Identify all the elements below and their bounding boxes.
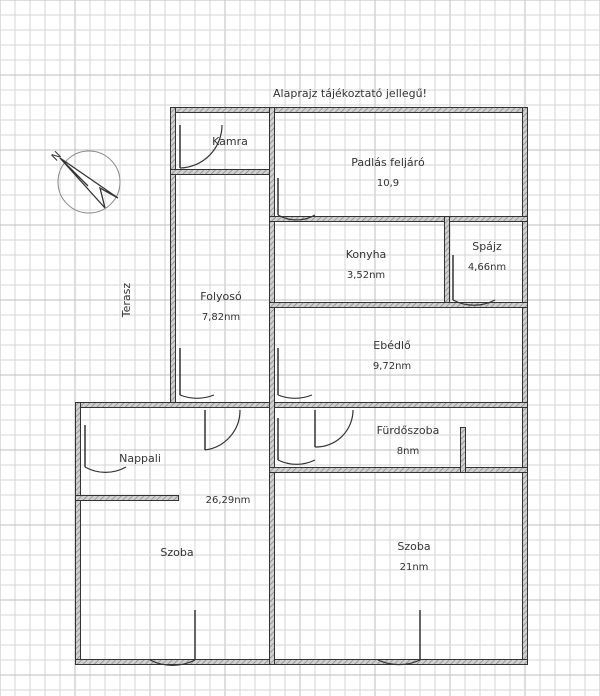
room-folyoso: Folyosó 7,82nm (200, 290, 242, 323)
wall (460, 427, 466, 473)
room-area: 3,52nm (347, 270, 385, 281)
room-area: 4,66nm (468, 262, 506, 273)
room-spajz: Spájz 4,66nm (468, 240, 506, 273)
room-name: Padlás feljáró (351, 156, 425, 169)
wall (269, 467, 528, 473)
wall (75, 659, 528, 665)
room-name: Fürdőszoba (377, 424, 440, 437)
room-furdoszoba: Fürdőszoba 8nm (377, 424, 440, 457)
door-swing-arc (149, 659, 196, 666)
room-szoba-left: Szoba (160, 546, 193, 559)
room-padlas: Padlás feljáró 10,9 (351, 156, 425, 189)
doors (84, 124, 496, 666)
door-swing-arc (277, 394, 313, 399)
walls (75, 107, 528, 665)
wall (75, 402, 81, 665)
door-swing-arc (452, 299, 496, 306)
room-area: 10,9 (377, 178, 399, 189)
room-ebedlo: Ebédlő 9,72nm (373, 339, 411, 372)
room-area: 21nm (400, 562, 429, 573)
room-name: Folyosó (200, 290, 242, 303)
door-swing-arc (204, 409, 241, 451)
door-swing-arc (314, 409, 354, 448)
door-swing-arc (84, 466, 127, 473)
door-swing-arc (277, 459, 316, 465)
room-area: 7,82nm (202, 312, 240, 323)
room-area: 26,29nm (206, 495, 251, 506)
room-szoba-right: Szoba 21nm (397, 540, 430, 573)
wall (269, 216, 528, 222)
room-name: Szoba (397, 540, 430, 553)
wall (170, 107, 176, 408)
wall (170, 169, 275, 175)
room-nappali: Nappali 26,29nm (119, 452, 250, 506)
door-swing-arc (377, 659, 421, 666)
room-name: Konyha (346, 248, 387, 261)
wall (444, 216, 450, 308)
terrace-label: Terasz (120, 283, 133, 319)
room-area: 9,72nm (373, 361, 411, 372)
room-name: Szoba (160, 546, 193, 559)
room-name: Kamra (212, 135, 248, 148)
room-area: 8nm (397, 446, 419, 457)
wall (269, 107, 275, 665)
wall (170, 107, 528, 113)
wall (75, 495, 179, 501)
wall (75, 402, 528, 408)
wall (269, 302, 528, 308)
door-swing-arc (179, 394, 215, 399)
north-arrow-icon (59, 157, 119, 209)
door-swing-arc (277, 214, 316, 221)
room-name: Ebédlő (373, 339, 411, 352)
room-name: Spájz (472, 240, 502, 253)
room-kamra: Kamra (212, 135, 248, 148)
compass-label: N (49, 149, 64, 164)
room-konyha: Konyha 3,52nm (346, 248, 387, 281)
room-name: Nappali (119, 452, 161, 465)
wall (522, 107, 528, 665)
door-swing-arc (179, 124, 223, 169)
plan-note: Alaprajz tájékoztató jellegű! (273, 87, 427, 100)
